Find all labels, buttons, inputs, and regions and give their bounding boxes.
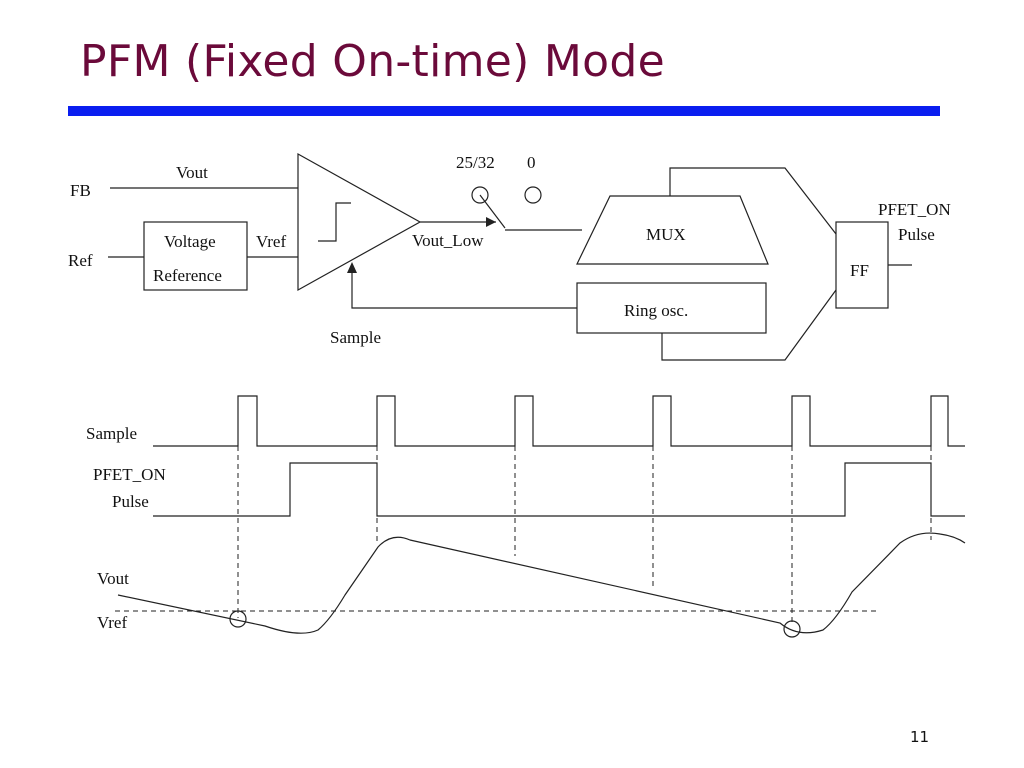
switch-label-25-32: 25/32 bbox=[456, 153, 495, 172]
switch-label-0: 0 bbox=[527, 153, 536, 172]
timing-pfet-label-line2: Pulse bbox=[112, 492, 149, 511]
timing-vout-label: Vout bbox=[97, 569, 129, 588]
mux-to-ff-wire bbox=[669, 167, 837, 235]
switch-contact-25-32 bbox=[471, 186, 489, 204]
pfet-on-waveform bbox=[153, 462, 965, 517]
sample-label: Sample bbox=[330, 328, 381, 347]
osc-to-ff-wire bbox=[661, 289, 837, 361]
timing-vref-label: Vref bbox=[97, 613, 127, 632]
hysteresis-symbol bbox=[318, 202, 351, 242]
comparator-triangle bbox=[297, 152, 422, 292]
vout-input-label: Vout bbox=[176, 163, 208, 182]
pfet-on-output-label-line1: PFET_ON bbox=[878, 200, 951, 219]
title-rule bbox=[68, 106, 940, 116]
slide-title: PFM (Fixed On-time) Mode bbox=[80, 36, 666, 87]
voltage-reference-block bbox=[143, 221, 248, 291]
voltage-ref-line2: Reference bbox=[153, 266, 222, 285]
vref-crossing-circle-2 bbox=[783, 620, 801, 638]
block-diagram: FB Vout Ref Voltage Reference Vref Vout_… bbox=[68, 152, 951, 361]
mux-block bbox=[576, 195, 769, 265]
ref-label: Ref bbox=[68, 251, 93, 270]
timing-diagram: Sample PFET_ON Pulse Vout Vref bbox=[86, 395, 966, 638]
vref-crossing-circle-1 bbox=[229, 610, 247, 628]
output-arrowhead bbox=[486, 217, 496, 227]
voltage-ref-line1: Voltage bbox=[164, 232, 216, 251]
sample-waveform bbox=[153, 395, 965, 447]
switch-arm bbox=[479, 194, 506, 229]
ring-osc-label: Ring osc. bbox=[624, 301, 688, 320]
pfet-on-output-label-line2: Pulse bbox=[898, 225, 935, 244]
vout-curve bbox=[117, 532, 966, 634]
page-number: 11 bbox=[910, 728, 930, 746]
sample-feedback-wire bbox=[351, 268, 577, 309]
timing-pfet-label-line1: PFET_ON bbox=[93, 465, 166, 484]
ff-label: FF bbox=[850, 261, 869, 280]
fb-label: FB bbox=[70, 181, 91, 200]
timing-sample-label: Sample bbox=[86, 424, 137, 443]
switch-contact-0 bbox=[524, 186, 542, 204]
mux-label: MUX bbox=[646, 225, 686, 244]
sample-arrowhead bbox=[347, 262, 357, 273]
vout-low-label: Vout_Low bbox=[412, 231, 484, 250]
vref-label: Vref bbox=[256, 232, 286, 251]
